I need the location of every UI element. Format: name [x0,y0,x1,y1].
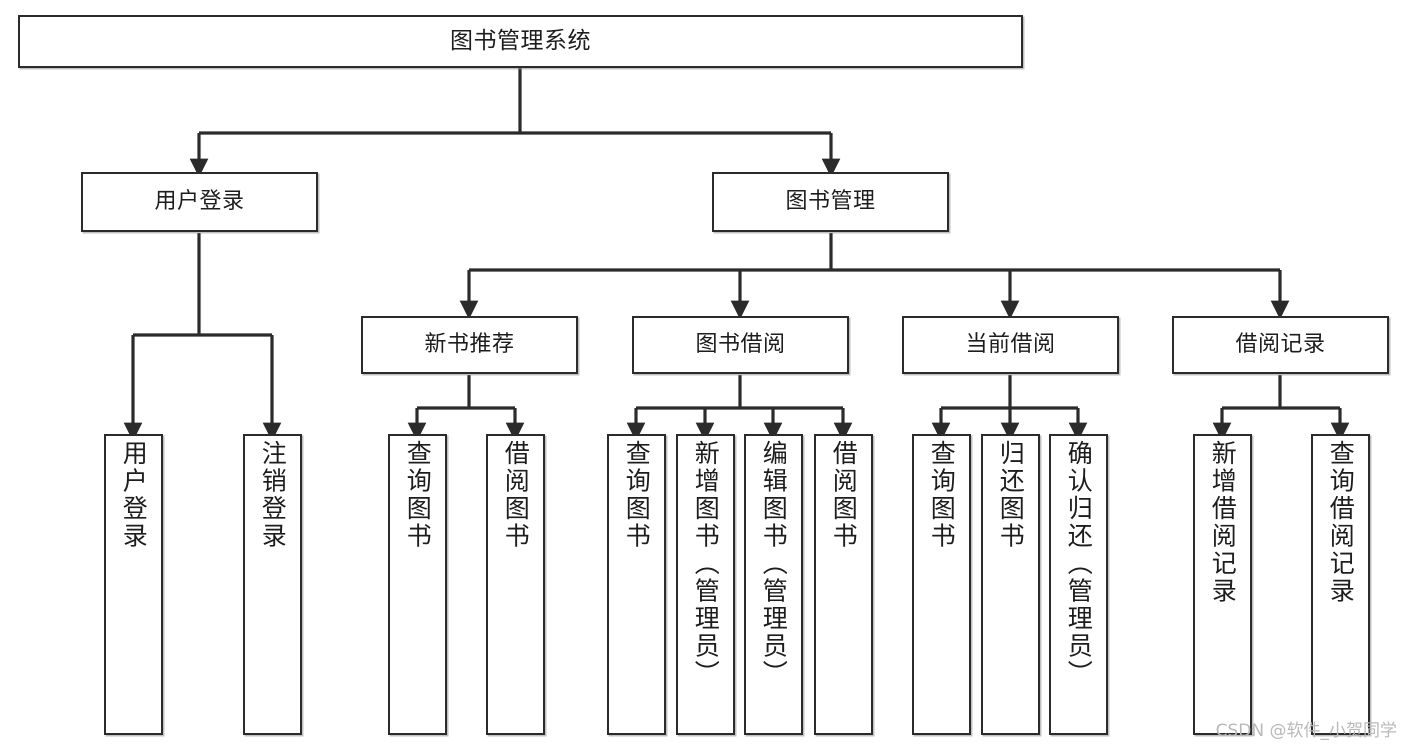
node-borrow-record-label: 借阅记录 [1235,331,1326,357]
node-leaf-query-record[interactable]: 查询借阅记录 [1311,434,1370,735]
node-leaf-logout-login[interactable]: 注销登录 [243,434,302,735]
node-leaf-add-record-label: 新增借阅记录 [1208,440,1238,605]
node-leaf-query-record-label: 查询借阅记录 [1326,440,1356,605]
node-leaf-logout-login-label: 注销登录 [258,440,288,550]
node-leaf-query-book-1[interactable]: 查询图书 [388,434,447,735]
node-book-borrow[interactable]: 图书借阅 [632,316,849,374]
node-leaf-edit-book-label: 编辑图书（管理员） [759,440,789,688]
node-root[interactable]: 图书管理系统 [18,15,1023,68]
node-book-management-label: 图书管理 [785,188,876,214]
node-leaf-confirm-return[interactable]: 确认归还（管理员） [1049,434,1108,735]
node-new-book-recommend-label: 新书推荐 [424,331,515,357]
node-leaf-edit-book[interactable]: 编辑图书（管理员） [744,434,803,735]
node-current-borrow-label: 当前借阅 [965,331,1056,357]
node-borrow-record[interactable]: 借阅记录 [1172,316,1389,374]
node-current-borrow[interactable]: 当前借阅 [902,316,1119,374]
node-leaf-confirm-return-label: 确认归还（管理员） [1064,440,1094,688]
node-leaf-borrow-book-1-label: 借阅图书 [501,440,531,550]
node-leaf-user-login-label: 用户登录 [119,440,149,550]
node-book-management[interactable]: 图书管理 [712,172,949,232]
node-leaf-borrow-book-2-label: 借阅图书 [829,440,859,550]
node-user-login-label: 用户登录 [154,188,245,214]
node-new-book-recommend[interactable]: 新书推荐 [361,316,578,374]
node-user-login[interactable]: 用户登录 [81,172,318,232]
node-book-borrow-label: 图书借阅 [695,331,786,357]
node-leaf-return-book[interactable]: 归还图书 [981,434,1040,735]
node-leaf-query-book-1-label: 查询图书 [403,440,433,550]
node-leaf-borrow-book-2[interactable]: 借阅图书 [814,434,873,735]
node-leaf-query-book-2[interactable]: 查询图书 [607,434,666,735]
node-leaf-query-book-2-label: 查询图书 [622,440,652,550]
node-leaf-add-book-label: 新增图书（管理员） [691,440,721,688]
node-leaf-add-record[interactable]: 新增借阅记录 [1193,434,1252,735]
node-leaf-query-book-3-label: 查询图书 [927,440,957,550]
node-leaf-query-book-3[interactable]: 查询图书 [912,434,971,735]
node-root-label: 图书管理系统 [450,27,591,54]
node-leaf-return-book-label: 归还图书 [996,440,1026,550]
node-leaf-borrow-book-1[interactable]: 借阅图书 [486,434,545,735]
watermark: CSDN @软件_小贺同学 [1215,721,1397,741]
node-leaf-add-book[interactable]: 新增图书（管理员） [676,434,735,735]
node-leaf-user-login[interactable]: 用户登录 [104,434,163,735]
